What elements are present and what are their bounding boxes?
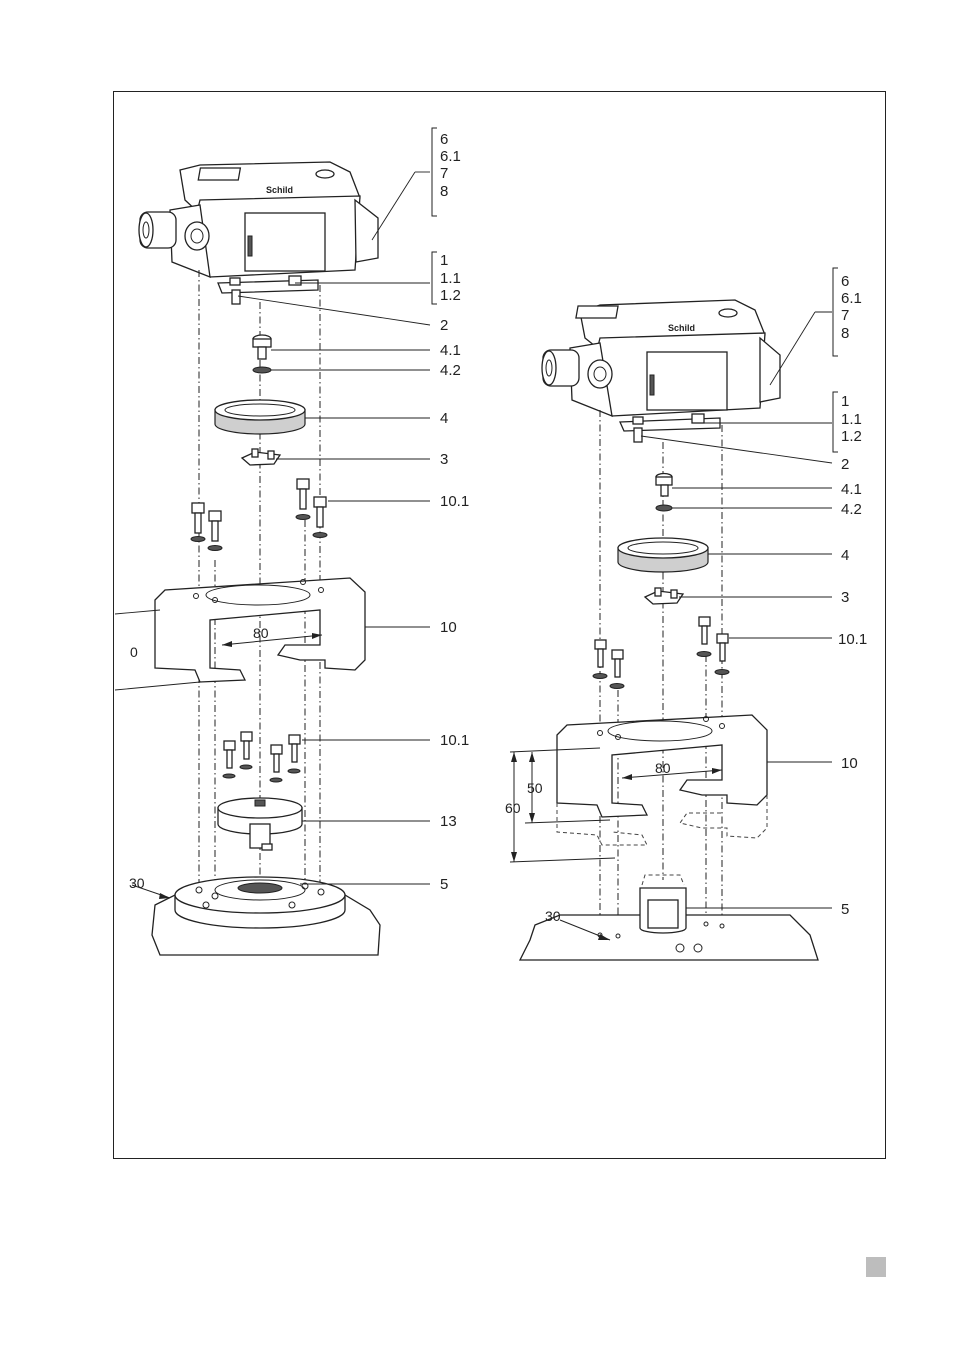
left-label-10-1-lower: 10.1 — [440, 732, 469, 749]
left-label-1: 1 — [440, 252, 448, 269]
left-bolts-upper — [191, 479, 327, 551]
left-dim-80-text: 80 — [253, 625, 269, 641]
left-angle-30-text: 30 — [129, 875, 145, 891]
right-angle-30-text: 30 — [545, 908, 561, 924]
left-assembly: Schild — [115, 128, 437, 955]
left-label-10: 10 — [440, 619, 457, 636]
left-label-4-2: 4.2 — [440, 362, 461, 379]
left-ring-4 — [215, 400, 305, 434]
right-label-7: 7 — [841, 307, 849, 324]
page-marker-square — [866, 1257, 886, 1277]
left-label-2: 2 — [440, 317, 448, 334]
left-label-5: 5 — [440, 876, 448, 893]
right-group-bracket-6 — [833, 268, 838, 356]
left-label-6: 6 — [440, 131, 448, 148]
right-flange-5: 30 — [520, 875, 818, 960]
right-dim-80-text: 80 — [655, 760, 671, 776]
right-label-8: 8 — [841, 325, 849, 342]
left-label-10-1-upper: 10.1 — [440, 493, 469, 510]
left-group-bracket-1 — [432, 252, 437, 304]
left-partial-dim-text: 0 — [130, 644, 138, 660]
right-bracket-10 — [557, 715, 767, 845]
right-label-1: 1 — [841, 393, 849, 410]
right-label-4-1: 4.1 — [841, 481, 862, 498]
left-callouts: 6 6.1 7 8 1 1.1 1.2 2 4.1 4.2 4 3 10.1 1… — [440, 131, 469, 893]
left-coupling-3 — [242, 449, 280, 465]
right-label-1-2: 1.2 — [841, 428, 862, 445]
left-label-13: 13 — [440, 813, 457, 830]
left-washer-4-2 — [253, 367, 271, 373]
right-label-6: 6 — [841, 273, 849, 290]
right-label-3: 3 — [841, 589, 849, 606]
left-label-6-1: 6.1 — [440, 148, 461, 165]
left-label-1-1: 1.1 — [440, 270, 461, 287]
right-label-4-2: 4.2 — [841, 501, 862, 518]
right-assembly: Schild — [505, 268, 838, 960]
right-dim-60-text: 60 — [505, 800, 521, 816]
left-label-4-1: 4.1 — [440, 342, 461, 359]
right-bolts — [593, 617, 729, 689]
right-washer-4-2 — [656, 505, 672, 511]
left-screw-4-1 — [253, 335, 271, 359]
right-ring-4 — [618, 538, 708, 572]
right-label-1-1: 1.1 — [841, 411, 862, 428]
left-label-1-2: 1.2 — [440, 287, 461, 304]
right-screw-4-1 — [656, 474, 672, 497]
right-label-2: 2 — [841, 456, 849, 473]
left-adapter-13 — [218, 798, 302, 850]
left-group-bracket-6 — [432, 128, 437, 216]
left-plate-text: Schild — [266, 185, 293, 195]
right-group-bracket-1 — [833, 392, 838, 452]
right-plate-text: Schild — [668, 323, 695, 333]
left-label-3: 3 — [440, 451, 448, 468]
left-leader-lines — [238, 172, 430, 884]
right-coupling-3 — [645, 588, 683, 604]
left-label-7: 7 — [440, 165, 448, 182]
right-dim-50-text: 50 — [527, 780, 543, 796]
right-label-5: 5 — [841, 901, 849, 918]
left-flange-5: 30 — [129, 875, 380, 955]
left-label-8: 8 — [440, 183, 448, 200]
right-label-10: 10 — [841, 755, 858, 772]
left-label-4: 4 — [440, 410, 448, 427]
right-callouts: 6 6.1 7 8 1 1.1 1.2 2 4.1 4.2 4 3 10.1 1… — [838, 273, 867, 918]
right-label-10-1: 10.1 — [838, 631, 867, 648]
right-label-4: 4 — [841, 547, 849, 564]
right-switch-housing: Schild — [542, 300, 780, 442]
left-bolts-lower — [223, 732, 300, 782]
right-label-6-1: 6.1 — [841, 290, 862, 307]
